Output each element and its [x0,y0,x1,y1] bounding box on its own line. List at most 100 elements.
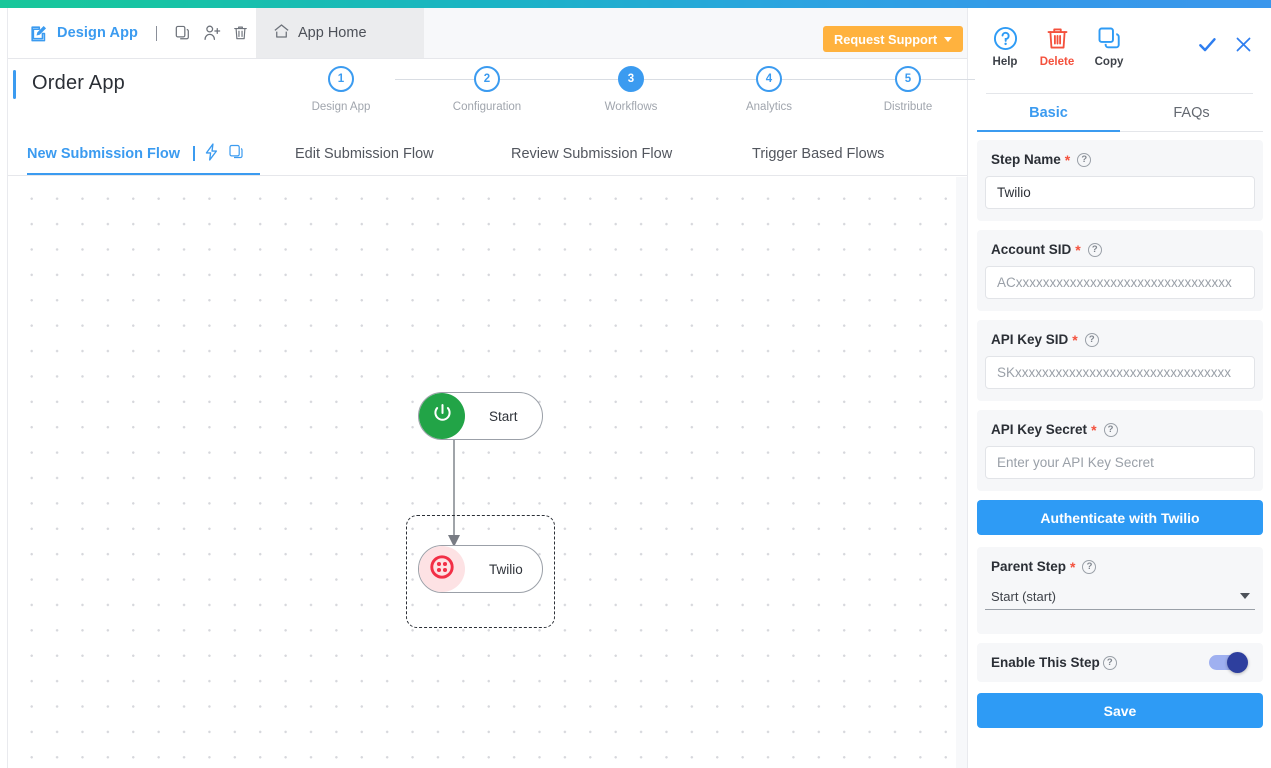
account-sid-input[interactable] [985,266,1255,299]
flow-node-start[interactable]: Start [418,392,543,440]
stepper-label: Distribute [883,101,933,113]
chevron-down-icon [944,36,953,42]
enable-step-row: Enable This Step ? [985,651,1255,673]
node-selection-outline [406,515,555,628]
design-app-label[interactable]: Design App [57,25,139,41]
help-tooltip-icon[interactable]: ? [1084,332,1099,347]
chevron-down-icon [1240,593,1250,599]
check-icon[interactable] [1197,34,1218,55]
help-circle-icon [993,26,1018,51]
stepper-label: Design App [311,101,371,113]
active-tab-underline [27,172,260,175]
header-separator [156,25,158,41]
tab-app-home[interactable]: App Home [256,8,424,58]
tab-new-submission-flow[interactable]: New Submission Flow [27,132,244,175]
header-left-group: Design App [8,8,256,58]
flow-node-twilio[interactable]: Twilio [418,545,543,593]
help-tooltip-icon[interactable]: ? [1103,422,1118,437]
parent-step-select[interactable]: Start (start) [985,583,1255,610]
panel-tab-faqs[interactable]: FAQs [1120,94,1263,131]
tab-review-submission-flow[interactable]: Review Submission Flow [511,132,672,175]
required-asterisk: * [1072,331,1078,348]
home-icon [273,23,290,44]
toolbar-divider [986,93,1253,94]
node-icon-wrap [419,546,465,592]
copy-icon[interactable] [174,24,191,42]
field-parent-step: Parent Step * ? Start (start) [977,547,1263,634]
panel-tab-bar: Basic FAQs [977,94,1263,132]
stepper-number: 5 [895,66,921,92]
copy-icon [1097,26,1122,51]
stepper-step-1[interactable]: 1 Design App [286,66,396,113]
step-config-panel: Basic FAQs Step Name * ? Account SID [967,94,1271,768]
tab-edit-submission-flow[interactable]: Edit Submission Flow [295,132,434,175]
node-icon-wrap [419,393,465,439]
title-accent-bar [13,70,16,99]
flow-tab-bar: New Submission Flow Edit Submission Flow [8,132,967,176]
enable-step-label: Enable This Step [991,655,1100,670]
tab-icon-separator [193,146,195,161]
request-support-button[interactable]: Request Support [823,26,964,52]
required-asterisk: * [1075,241,1081,258]
help-tooltip-icon[interactable]: ? [1077,152,1092,167]
flow-tab-icons [193,142,244,165]
tab-trigger-based-flows[interactable]: Trigger Based Flows [752,132,884,175]
tab-label: New Submission Flow [27,145,181,162]
authenticate-with-twilio-button[interactable]: Authenticate with Twilio [977,500,1263,535]
tab-label: Review Submission Flow [511,145,673,162]
api-key-sid-input[interactable] [985,356,1255,389]
step-name-input[interactable] [985,176,1255,209]
workflow-canvas[interactable]: Start Twilio [9,177,956,768]
stepper-number: 1 [328,66,354,92]
stepper-label: Workflows [604,101,658,113]
field-step-name: Step Name * ? [977,140,1263,221]
api-key-secret-input[interactable] [985,446,1255,479]
brand-gradient-bar [0,0,1271,8]
field-label: API Key Secret * ? [991,422,1255,437]
edge-start-to-twilio [448,432,460,547]
help-button[interactable]: Help [988,26,1022,68]
field-enable-step: Enable This Step ? [977,643,1263,682]
help-tooltip-icon[interactable]: ? [1102,655,1117,670]
panel-tab-label: Basic [1029,104,1068,121]
tab-label: Edit Submission Flow [295,145,434,162]
copy-button[interactable]: Copy [1092,26,1126,68]
delete-button[interactable]: Delete [1040,26,1074,68]
help-tooltip-icon[interactable]: ? [1087,242,1102,257]
trash-icon [1045,26,1070,51]
help-label: Help [992,56,1018,68]
copy-icon[interactable] [228,143,244,164]
authenticate-row: Authenticate with Twilio [977,500,1263,535]
field-label: Parent Step * ? [991,559,1255,574]
field-label-text: API Key SID [991,332,1069,347]
required-asterisk: * [1064,151,1071,168]
add-user-icon[interactable] [203,24,221,42]
close-icon[interactable] [1234,35,1253,54]
help-tooltip-icon[interactable]: ? [1082,559,1097,574]
power-icon [431,402,454,430]
field-api-key-secret: API Key Secret * ? [977,410,1263,491]
stepper-label: Configuration [452,101,522,113]
enable-step-label-group: Enable This Step ? [991,655,1117,670]
enable-step-toggle[interactable] [1209,651,1248,673]
progress-stepper: 1 Design App 2 Configuration 3 Workflows… [308,66,975,128]
lightning-bolt-icon[interactable] [204,142,219,165]
parent-step-value: Start (start) [991,588,1057,604]
flow-node-label: Start [489,408,518,424]
field-label: Step Name * ? [991,152,1255,167]
field-label: Account SID * ? [991,242,1255,257]
title-and-stepper: Order App 1 Design App 2 Configuration 3… [8,59,975,132]
stepper-step-5[interactable]: 5 Distribute [853,66,963,113]
save-button[interactable]: Save [977,693,1263,728]
edit-square-icon[interactable] [29,24,48,43]
stepper-step-3[interactable]: 3 Workflows [576,66,686,113]
right-panel-toolbar: Help Delete [967,8,1271,94]
stepper-step-4[interactable]: 4 Analytics [714,66,824,113]
panel-tab-basic[interactable]: Basic [977,94,1120,132]
right-panel-confirm-group [1197,34,1253,55]
panel-fields: Step Name * ? Account SID * ? API Key SI… [977,140,1263,728]
stepper-step-2[interactable]: 2 Configuration [432,66,542,113]
flow-node-label: Twilio [489,561,523,577]
trash-icon[interactable] [232,24,249,42]
field-label-text: Parent Step [991,559,1067,574]
